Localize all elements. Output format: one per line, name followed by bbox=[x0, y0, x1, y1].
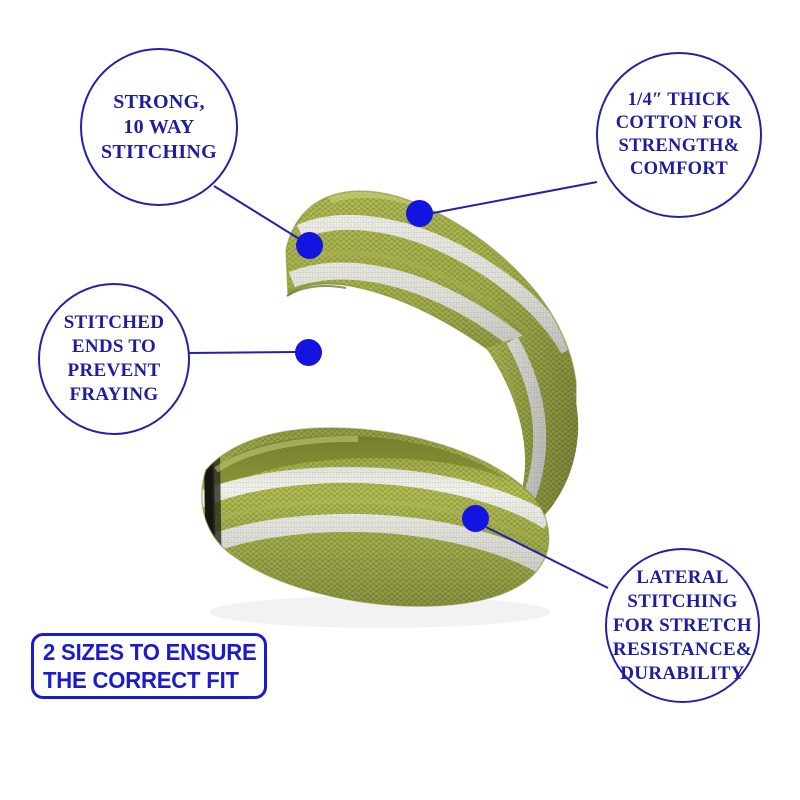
marker-dot-fraying[interactable] bbox=[295, 339, 322, 366]
marker-dot-lateral[interactable] bbox=[462, 505, 489, 532]
callout-cotton-line-3: STRENGTH& bbox=[618, 136, 740, 156]
callout-lateral-line-5: DURABILITY bbox=[620, 662, 745, 684]
callout-cotton-line-1: 1/4″ THICK bbox=[627, 90, 731, 110]
callout-lateral-line-3: FOR STRETCH bbox=[613, 614, 752, 636]
callout-cotton: 1/4″ THICK COTTON FOR STRENGTH& COMFORT bbox=[596, 52, 762, 218]
callout-cotton-line-4: COMFORT bbox=[629, 159, 729, 179]
callout-stitching-line-1: STRONG, bbox=[113, 90, 205, 113]
leader-line-fraying bbox=[187, 351, 297, 354]
callout-cotton-line-2: COTTON FOR bbox=[615, 113, 743, 133]
callout-lateral-line-4: RESISTANCE& bbox=[612, 638, 753, 660]
sizes-badge-line-1: 2 SIZES TO ENSURE bbox=[43, 639, 257, 665]
sizes-badge: 2 SIZES TO ENSURE THE CORRECT FIT bbox=[31, 633, 267, 699]
callout-stitching-line-3: STITCHING bbox=[100, 140, 218, 163]
callout-fraying-line-2: ENDS TO bbox=[71, 336, 157, 357]
callout-fraying-line-4: FRAYING bbox=[69, 384, 159, 405]
callout-fraying: STITCHED ENDS TO PREVENT FRAYING bbox=[38, 283, 190, 435]
callout-fraying-line-3: PREVENT bbox=[67, 360, 161, 381]
marker-dot-stitching[interactable] bbox=[296, 232, 323, 259]
leader-line-lateral bbox=[485, 526, 609, 589]
callout-lateral-line-2: STITCHING bbox=[627, 590, 738, 612]
sizes-badge-line-2: THE CORRECT FIT bbox=[43, 667, 239, 693]
callout-lateral: LATERAL STITCHING FOR STRETCH RESISTANCE… bbox=[605, 548, 760, 703]
leader-line-stitching bbox=[213, 185, 310, 246]
marker-dot-cotton[interactable] bbox=[406, 200, 433, 227]
callout-stitching: STRONG, 10 WAY STITCHING bbox=[80, 48, 238, 206]
callout-lateral-line-1: LATERAL bbox=[636, 566, 729, 588]
callout-fraying-line-1: STITCHED bbox=[63, 312, 165, 333]
leader-line-cotton bbox=[432, 181, 598, 214]
callout-stitching-line-2: 10 WAY bbox=[123, 115, 195, 138]
